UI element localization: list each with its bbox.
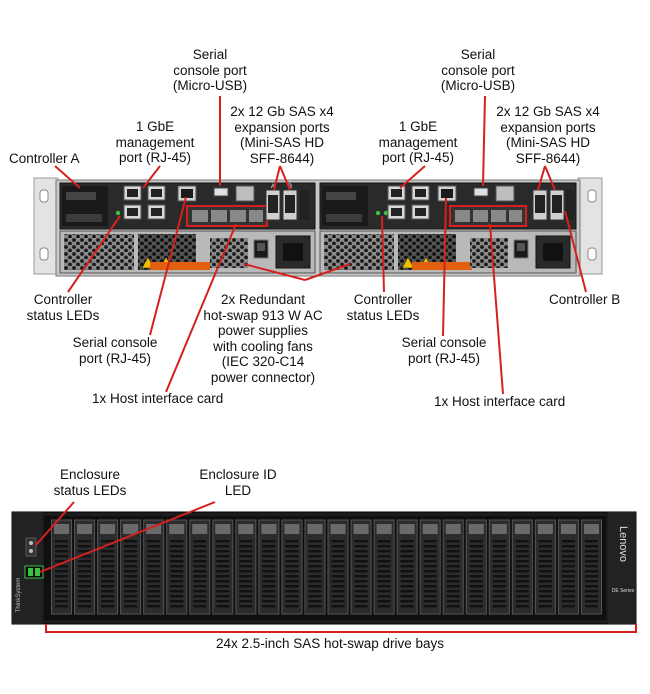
drive-bay[interactable] <box>534 519 556 615</box>
drive-bays <box>51 519 602 615</box>
rack-ear-left <box>33 177 59 275</box>
label-status-leds-left: Controller status LEDs <box>26 292 100 323</box>
rack-ear-right <box>577 177 603 275</box>
label-drive-bays: 24x 2.5-inch SAS hot-swap drive bays <box>215 636 445 651</box>
drive-bay[interactable] <box>396 519 418 615</box>
drive-bay[interactable] <box>419 519 441 615</box>
label-host-card-left: 1x Host interface card <box>92 391 224 406</box>
drive-bay[interactable] <box>97 519 119 615</box>
label-serial-rj45-right: Serial console port (RJ-45) <box>401 335 487 366</box>
rear-callout-lines <box>54 95 587 395</box>
drive-bay[interactable] <box>74 519 96 615</box>
drive-bay[interactable] <box>511 519 533 615</box>
drive-bay[interactable] <box>350 519 372 615</box>
label-mgmt-left: 1 GbE management port (RJ-45) <box>115 119 195 165</box>
label-enclosure-status-leds: Enclosure status LEDs <box>53 467 127 498</box>
label-host-card-right: 1x Host interface card <box>434 394 566 409</box>
label-serial-usb-right: Serial console port (Micro-USB) <box>440 47 516 93</box>
label-mgmt-right: 1 GbE management port (RJ-45) <box>378 119 458 165</box>
drive-bay[interactable] <box>557 519 579 615</box>
enclosure-id-led <box>24 565 44 579</box>
front-callout-lines <box>35 501 637 633</box>
drive-bay[interactable] <box>327 519 349 615</box>
drive-bay[interactable] <box>488 519 510 615</box>
power-supply-a <box>59 230 316 274</box>
label-controller-b: Controller B <box>549 292 621 307</box>
sas-port-b-label: B <box>288 184 292 190</box>
drive-bay[interactable] <box>281 519 303 615</box>
label-power-supplies: 2x Redundant hot-swap 913 W AC power sup… <box>203 292 323 385</box>
brand-lenovo: Lenovo <box>617 525 629 563</box>
drive-bay[interactable] <box>212 519 234 615</box>
label-status-leds-right: Controller status LEDs <box>346 292 420 323</box>
drive-bay[interactable] <box>120 519 142 615</box>
label-sas-left: 2x 12 Gb SAS x4 expansion ports (Mini-SA… <box>230 104 334 166</box>
drive-bay[interactable] <box>442 519 464 615</box>
drive-bay[interactable] <box>143 519 165 615</box>
brand-thinksystem: ThinkSystem <box>16 577 22 613</box>
drive-bay[interactable] <box>189 519 211 615</box>
controller-b-module <box>319 182 577 230</box>
brand-series: DE Series <box>611 588 635 594</box>
label-enclosure-id-led: Enclosure ID LED <box>199 467 277 498</box>
enclosure-status-leds <box>25 537 37 557</box>
power-supply-b <box>319 230 577 274</box>
controller-a-module: A B <box>59 182 316 230</box>
drive-bay[interactable] <box>465 519 487 615</box>
drive-bay[interactable] <box>580 519 602 615</box>
label-serial-rj45-left: Serial console port (RJ-45) <box>72 335 158 366</box>
sas-port-a-label: A <box>271 184 275 190</box>
label-controller-a: Controller A <box>9 151 80 166</box>
drive-bay[interactable] <box>235 519 257 615</box>
label-sas-right: 2x 12 Gb SAS x4 expansion ports (Mini-SA… <box>496 104 600 166</box>
drive-bay[interactable] <box>373 519 395 615</box>
drive-bay[interactable] <box>258 519 280 615</box>
drive-bay[interactable] <box>166 519 188 615</box>
label-serial-usb-left: Serial console port (Micro-USB) <box>172 47 248 93</box>
drive-bay[interactable] <box>304 519 326 615</box>
